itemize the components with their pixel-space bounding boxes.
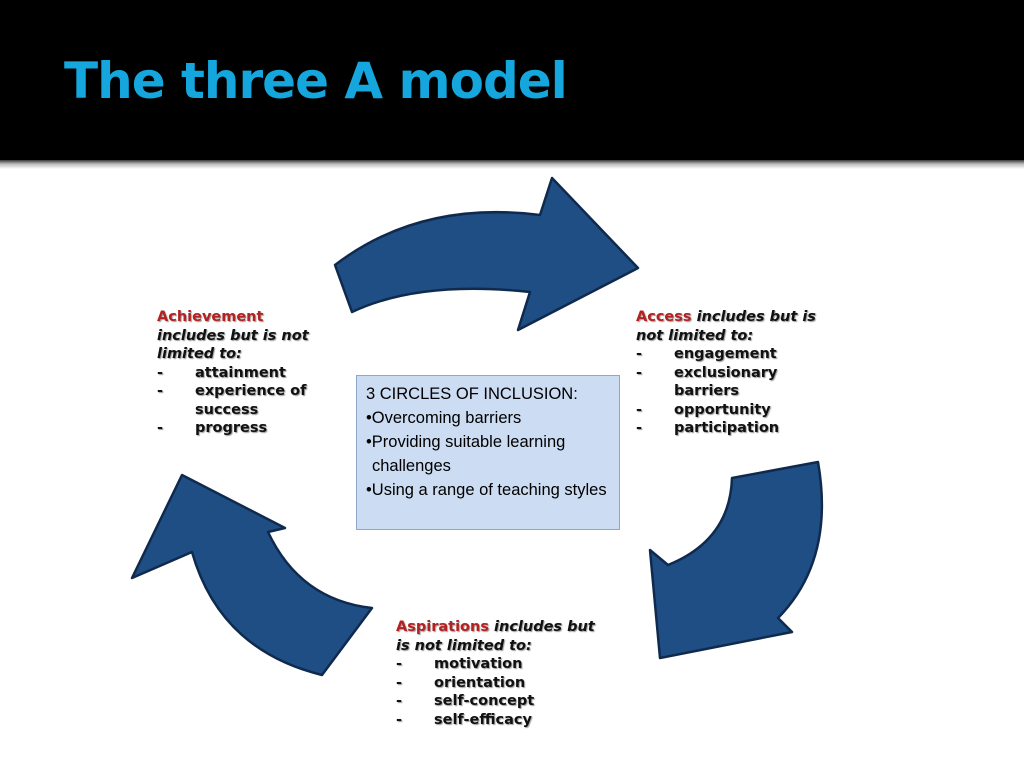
list-item: -progress (157, 420, 268, 436)
list-item: •Overcoming barriers (366, 409, 522, 427)
aspirations-heading-line: Aspirations includes but is not limited … (396, 618, 601, 655)
list-item: -participation (636, 420, 780, 436)
title-divider (0, 160, 1024, 169)
achievement-block: Achievement includes but is not limited … (157, 308, 347, 438)
circles-of-inclusion-list: •Overcoming barriers •Providing suitable… (366, 406, 610, 502)
achievement-list: -attainment -experience of success -prog… (157, 364, 347, 438)
list-item: -orientation (396, 674, 526, 691)
access-list: -engagement -exclusionary barriers -oppo… (636, 345, 831, 438)
top-curved-arrow (333, 176, 640, 332)
left-curved-arrow (130, 473, 374, 677)
list-item: -opportunity (636, 401, 771, 418)
access-heading-line: Access includes but is not limited to: (636, 308, 831, 345)
title-bar (0, 0, 1024, 160)
list-item: -engagement (636, 346, 777, 362)
access-heading: Access (636, 309, 692, 325)
list-item: -motivation (396, 656, 523, 672)
aspirations-subtitle: includes but is not limited to: (396, 619, 595, 654)
list-item: -experience of success (157, 383, 307, 418)
right-curved-arrow (648, 460, 824, 660)
circles-of-inclusion-box: 3 CIRCLES OF INCLUSION: •Overcoming barr… (356, 375, 620, 530)
list-item: -attainment (157, 364, 286, 381)
list-item: -self-concept (396, 693, 535, 709)
list-item: •Providing suitable learning challenges (366, 433, 566, 475)
access-block: Access includes but is not limited to: -… (636, 308, 831, 438)
list-item: •Using a range of teaching styles (366, 481, 607, 499)
list-item: -exclusionary barriers (636, 364, 778, 400)
achievement-heading: Achievement (157, 309, 264, 325)
aspirations-list: -motivation -orientation -self-concept -… (396, 655, 601, 729)
aspirations-heading: Aspirations (396, 619, 489, 635)
aspirations-block: Aspirations includes but is not limited … (396, 618, 601, 729)
access-subtitle: includes but is not limited to: (636, 309, 816, 344)
list-item: -self-efficacy (396, 711, 532, 728)
circles-of-inclusion-heading: 3 CIRCLES OF INCLUSION: (366, 385, 578, 403)
achievement-subtitle: includes but is not limited to: (157, 327, 309, 363)
slide-title: The three A model (64, 52, 568, 110)
